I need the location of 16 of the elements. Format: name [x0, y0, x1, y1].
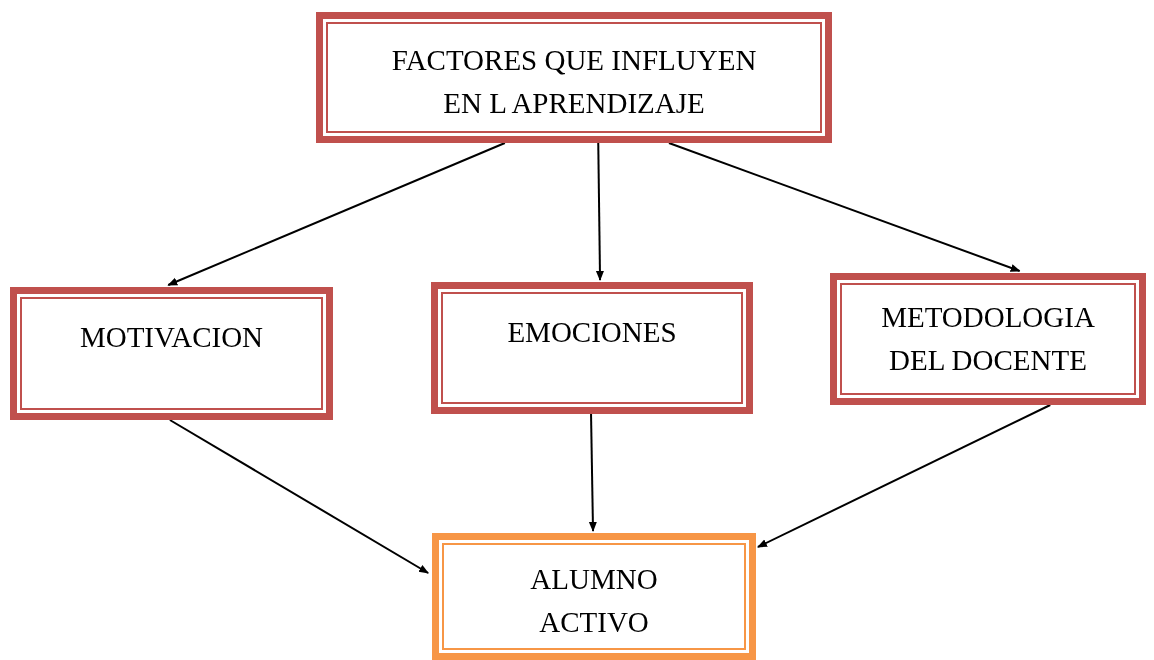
box-label: METODOLOGIA DEL DOCENTE — [880, 300, 1096, 378]
box-label: MOTIVACION — [79, 320, 264, 355]
arrow — [168, 419, 430, 574]
arrow — [667, 142, 1021, 272]
concept-box — [10, 287, 333, 420]
concept-box — [830, 273, 1146, 405]
concept-box — [316, 12, 832, 143]
box-label: ALUMNO ACTIVO — [529, 562, 659, 640]
concept-box — [432, 533, 756, 660]
arrow — [595, 142, 604, 281]
arrow — [588, 413, 597, 532]
concept-box — [431, 282, 753, 414]
arrow — [167, 142, 506, 286]
box-label: EMOCIONES — [507, 315, 677, 350]
box-label: FACTORES QUE INFLUYEN EN L APRENDIZAJE — [390, 43, 758, 121]
arrow — [756, 404, 1052, 548]
